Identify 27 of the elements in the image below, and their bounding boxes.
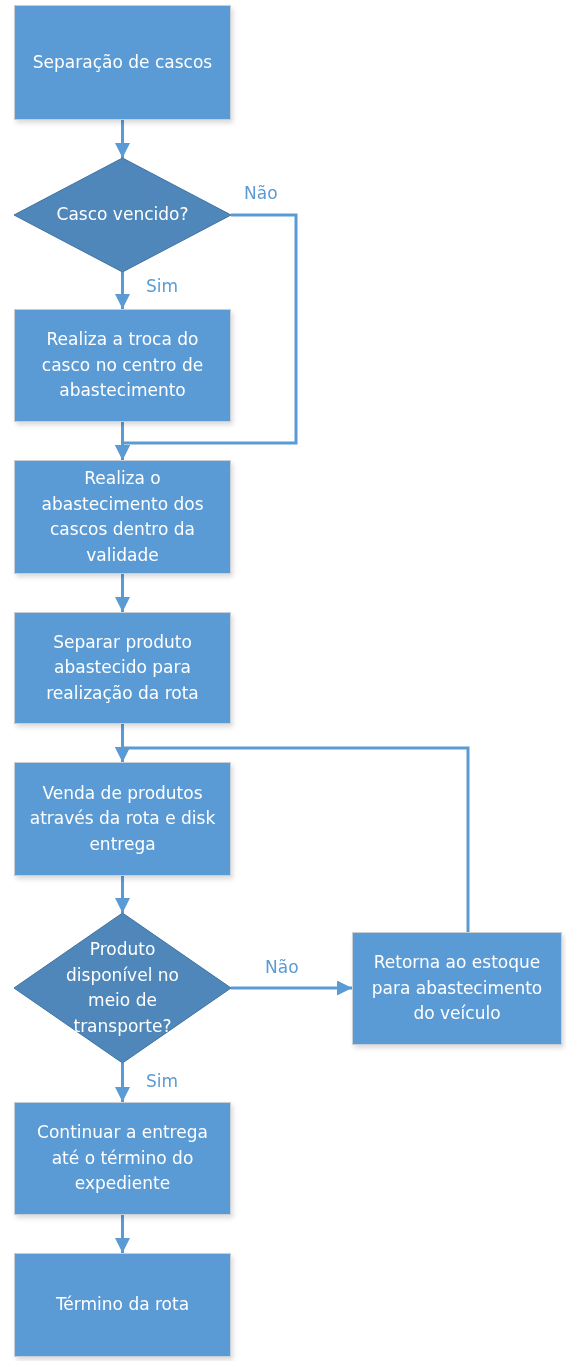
arrow	[231, 980, 352, 996]
process-box	[14, 460, 231, 574]
node-text: Casco vencido?	[56, 203, 189, 227]
arrow	[115, 1063, 130, 1102]
arrow	[115, 1215, 130, 1253]
node-text: Realiza o abastecimento dos cascos dentro da validade	[40, 467, 205, 567]
node-text: Separar produto abastecido para realização da rota	[45, 630, 200, 705]
process-box	[14, 1253, 231, 1357]
node-text: Retorna ao estoque para abastecimento do veículo	[370, 951, 544, 1026]
arrow	[115, 746, 470, 932]
arrow	[115, 272, 130, 309]
process-box	[14, 1102, 231, 1215]
arrow	[115, 120, 130, 158]
arrow	[115, 876, 130, 913]
node-text: Venda de produtos através da rota e disk entrega	[28, 781, 217, 856]
process-box	[14, 309, 231, 422]
node-text: Realiza a troca do casco no centro de abastecimento	[40, 328, 205, 403]
arrow	[115, 422, 130, 460]
process-box	[14, 612, 231, 724]
node-text: Produto disponível no meio de transporte?	[65, 938, 180, 1038]
node-text: Término da rota	[55, 1293, 190, 1317]
process-box	[14, 5, 231, 120]
process-box	[352, 932, 562, 1045]
node-text: Continuar a entrega até o término do expediente	[36, 1121, 209, 1196]
node-text: Separação de cascos	[32, 50, 213, 74]
process-box	[14, 762, 231, 876]
arrow	[115, 574, 130, 612]
